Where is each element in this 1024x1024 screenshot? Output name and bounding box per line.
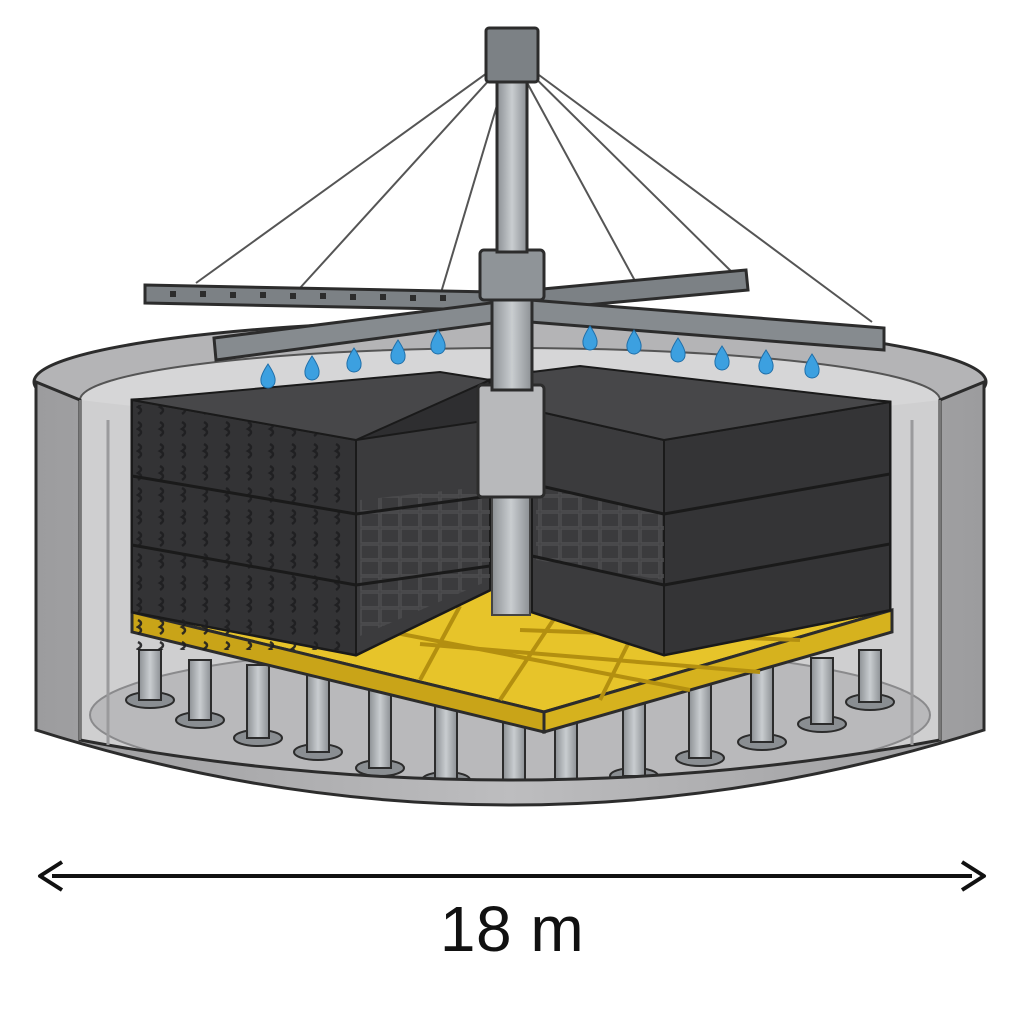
water-drop — [670, 337, 686, 363]
water-droplets — [260, 325, 820, 389]
water-drop — [582, 325, 598, 351]
support-column — [246, 664, 270, 739]
support-column — [306, 671, 330, 753]
water-drop — [260, 363, 276, 389]
concrete-tank-front — [34, 379, 986, 807]
water-drop — [390, 339, 406, 365]
support-column — [138, 649, 162, 701]
central-column — [476, 383, 546, 616]
water-drop — [804, 353, 820, 379]
support-column — [750, 664, 774, 743]
diameter-label: 18 m — [439, 893, 585, 965]
water-drop — [714, 345, 730, 371]
water-drop — [430, 329, 446, 355]
water-drop — [758, 349, 774, 375]
dimension-arrow — [38, 860, 986, 892]
filter-media-blocks — [130, 364, 892, 657]
support-column — [810, 657, 834, 725]
rotary-distributor — [143, 26, 886, 392]
water-drop — [626, 329, 642, 355]
support-column — [188, 659, 212, 721]
water-drop — [304, 355, 320, 381]
support-column — [858, 649, 882, 703]
water-drop — [346, 347, 362, 373]
